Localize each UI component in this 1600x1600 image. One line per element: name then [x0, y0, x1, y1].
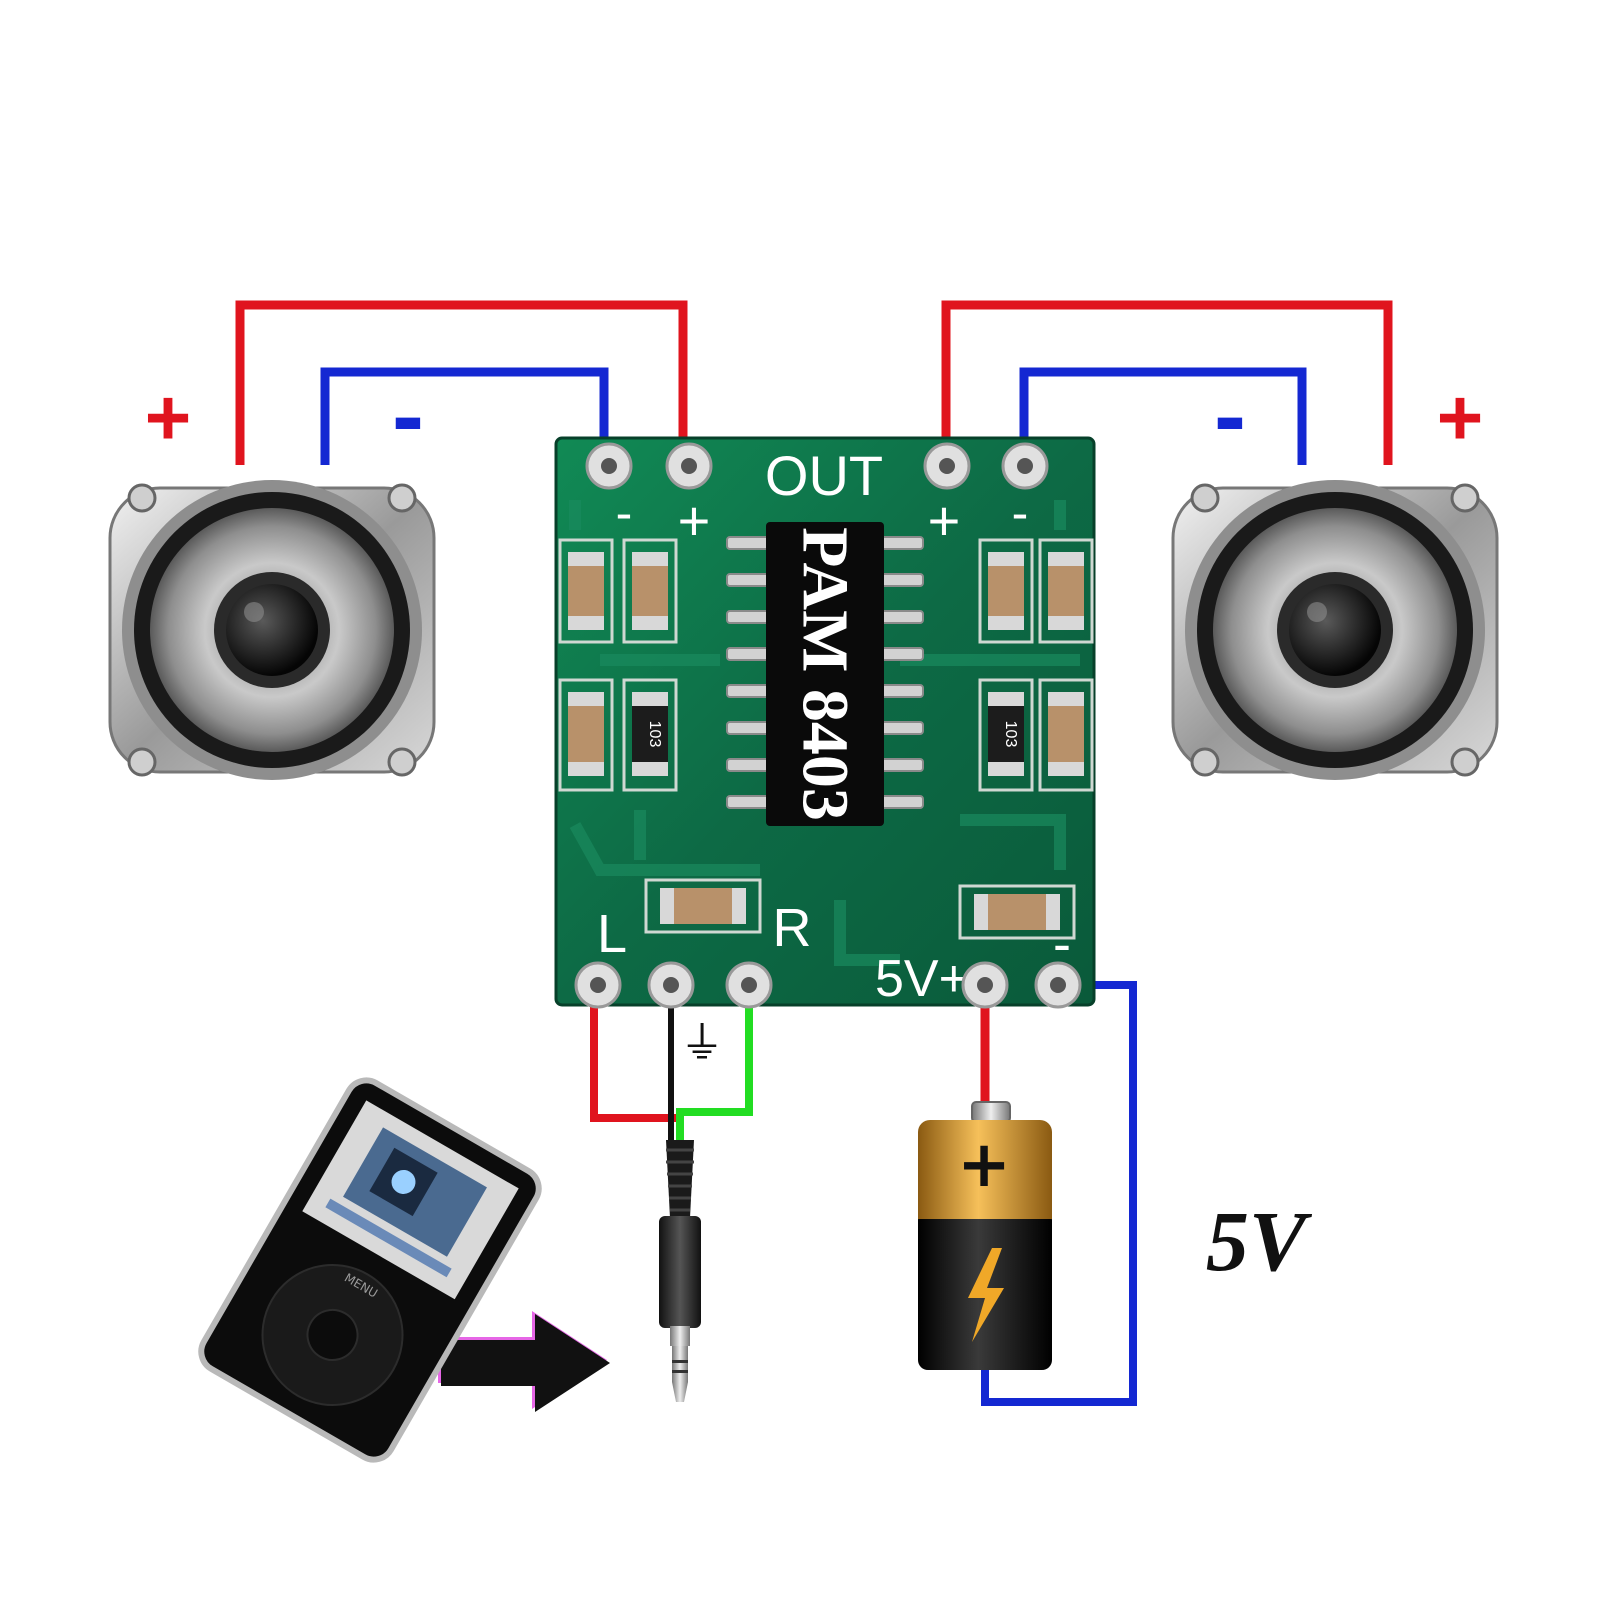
- out-left-minus-label: -: [616, 485, 633, 541]
- left-minus-label: -: [392, 362, 424, 469]
- battery-plus-label: +: [957, 1128, 1011, 1202]
- speaker-icon: [1171, 480, 1499, 780]
- amplifier-board: OUT - + + - 103: [554, 436, 1096, 1009]
- right-speaker-minus-wire: [1019, 367, 1307, 465]
- input-left-label: L: [597, 904, 627, 964]
- battery-icon: +: [918, 1101, 1052, 1370]
- power-label: 5V+: [875, 950, 969, 1008]
- chip-label: PAM 8403: [789, 527, 862, 821]
- left-speaker-minus-wire: [320, 367, 609, 465]
- voltage-label: 5V: [1206, 1193, 1313, 1289]
- capacitor-group-right: 103: [978, 538, 1094, 792]
- arrow-right-icon: [438, 1311, 610, 1412]
- right-plus-label: +: [1437, 373, 1484, 462]
- resistor-code-right: 103: [1002, 721, 1019, 748]
- resistor-code-left: 103: [646, 721, 663, 748]
- ground-icon: ⏚: [680, 1018, 724, 1069]
- input-right-label: R: [773, 898, 812, 958]
- power-minus-label: -: [1053, 914, 1071, 974]
- capacitor-group-left: 103: [558, 538, 678, 792]
- lightning-icon: [968, 1248, 1004, 1342]
- power-minus-wire: [981, 981, 1137, 1406]
- audio-jack-icon: [659, 1140, 701, 1402]
- right-minus-label: -: [1214, 362, 1246, 469]
- left-speaker-plus-wire: [235, 300, 688, 465]
- left-plus-label: +: [145, 373, 192, 462]
- out-left-plus-label: +: [678, 489, 711, 552]
- input-left-wire: [590, 985, 684, 1140]
- pam8403-chip: [766, 522, 884, 826]
- out-label: OUT: [765, 444, 883, 507]
- input-capacitor: [644, 878, 1076, 940]
- media-player-icon: MENU: [198, 1077, 542, 1463]
- wires: [235, 300, 1393, 1406]
- out-right-minus-label: -: [1012, 485, 1029, 541]
- input-right-wire: [676, 985, 753, 1140]
- speaker-icon: [108, 480, 436, 780]
- right-speaker-plus-wire: [941, 300, 1393, 465]
- out-right-plus-label: +: [928, 489, 961, 552]
